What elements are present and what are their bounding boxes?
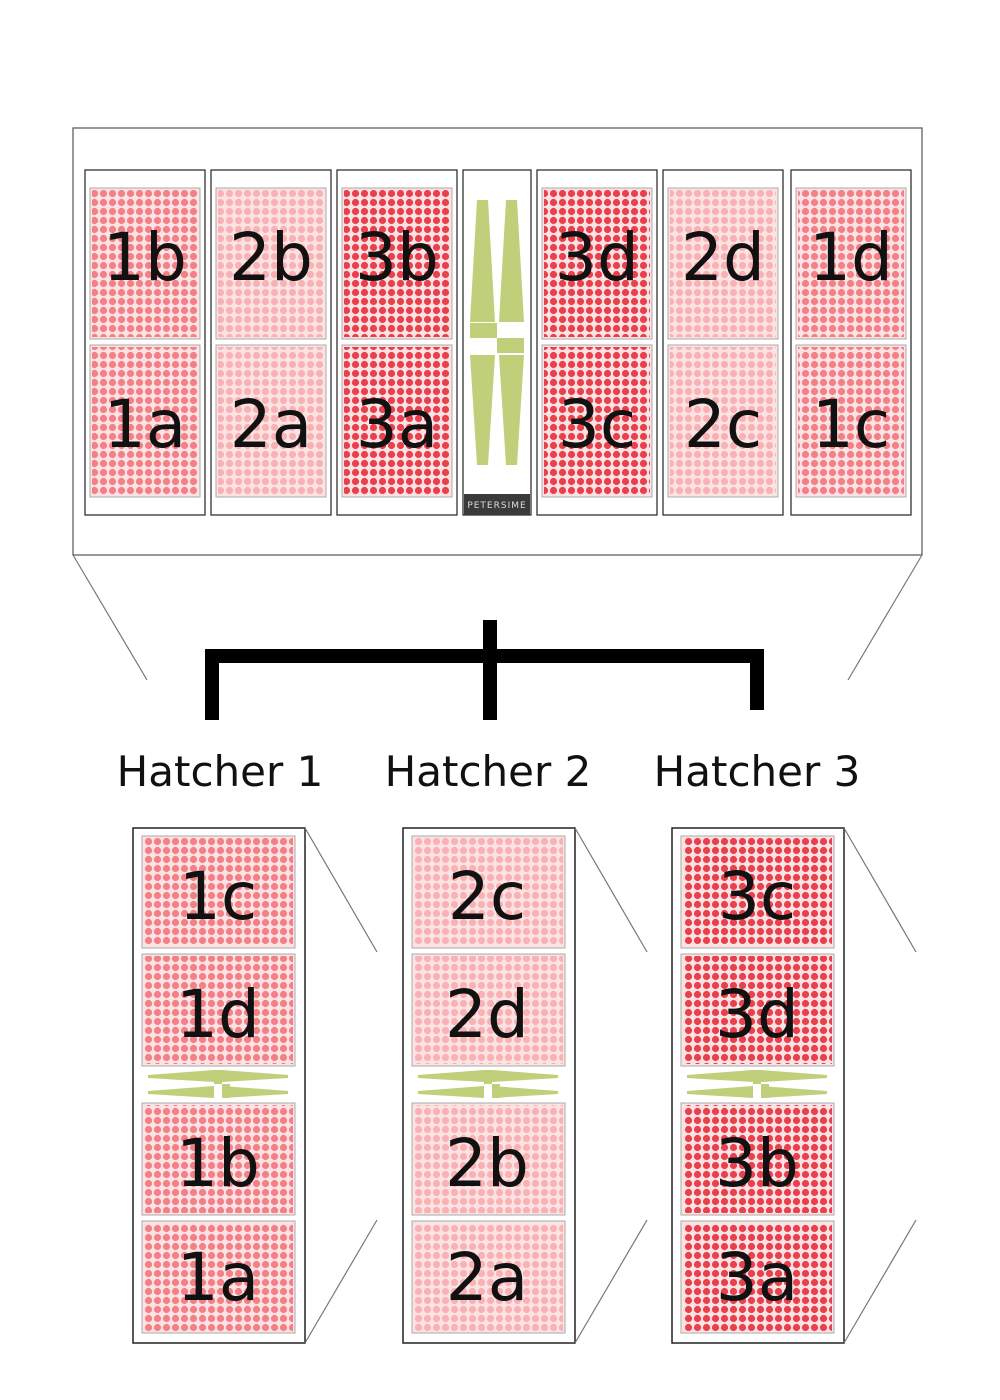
tray-label: 2d — [445, 976, 529, 1053]
setter-tray: 3a — [341, 344, 453, 498]
setter-tray: 2b — [215, 187, 327, 340]
setter-tray: 3c — [541, 344, 653, 498]
tray-label: 1a — [104, 386, 186, 463]
tray-label: 1d — [176, 976, 260, 1053]
setter-column-2: 2b 2a — [210, 169, 332, 516]
hatcher-tray: 3c — [680, 835, 835, 949]
hatcher-2-label: Hatcher 2 — [385, 747, 592, 796]
setter-column-6: 1d 1c — [790, 169, 912, 516]
tray-label: 3b — [715, 1125, 799, 1202]
hatcher-tray: 2b — [411, 1102, 566, 1216]
hatcher-tray: 3a — [680, 1220, 835, 1334]
tray-label: 2b — [229, 219, 313, 296]
setter-fan-column: PETERSIME — [462, 169, 532, 516]
setter-tray: 3b — [341, 187, 453, 340]
tray-label: 3c — [558, 386, 636, 463]
setter-column-4: 3d 3c — [536, 169, 658, 516]
hatcher-2: 2c 2d 2b 2a — [402, 827, 648, 1344]
tray-label: 2c — [448, 858, 526, 935]
fan-icon — [148, 1070, 288, 1098]
fan-icon — [470, 200, 524, 465]
tray-label: 3d — [555, 219, 639, 296]
tray-label: 3b — [355, 219, 439, 296]
setter-tray: 2d — [667, 187, 779, 340]
tray-label: 2a — [446, 1239, 528, 1316]
hatcher-3-label: Hatcher 3 — [654, 747, 861, 796]
brand-plate — [464, 494, 530, 515]
hatcher-tray: 3b — [680, 1102, 835, 1216]
setter-tray: 3d — [541, 187, 653, 340]
setter-tray: 1b — [89, 187, 201, 340]
tray-label: 1c — [812, 386, 890, 463]
tray-label: 1a — [177, 1239, 259, 1316]
setter-tray: 1d — [795, 187, 907, 340]
setter-tray: 1a — [89, 344, 201, 498]
tray-label: 3a — [716, 1239, 798, 1316]
setter-column-3: 3b 3a — [336, 169, 458, 516]
setter-column-5: 2d 2c — [662, 169, 784, 516]
hatcher-tray: 2d — [411, 953, 566, 1067]
hatcher-tray: 2c — [411, 835, 566, 949]
hatcher-tray: 3d — [680, 953, 835, 1067]
fan-icon — [687, 1070, 827, 1098]
setter-tray: 1c — [795, 344, 907, 498]
tray-label: 2a — [230, 386, 312, 463]
fan-icon — [418, 1070, 558, 1098]
tray-label: 2d — [681, 219, 765, 296]
tray-label: 1b — [103, 219, 187, 296]
hatcher-tray: 1b — [141, 1102, 296, 1216]
tray-label: 1c — [179, 858, 257, 935]
hatcher-1-label: Hatcher 1 — [117, 747, 324, 796]
hatcher-tray: 1a — [141, 1220, 296, 1334]
hatcher-1: 1c 1d 1b 1a — [132, 827, 378, 1344]
tray-label: 1b — [176, 1125, 260, 1202]
hatcher-tray: 1d — [141, 953, 296, 1067]
tray-label: 2b — [445, 1125, 529, 1202]
distribution-bracket — [205, 620, 764, 720]
perspective-lines — [72, 554, 923, 681]
hatcher-3: 3c 3d 3b 3a — [671, 827, 917, 1344]
setter-tray: 2c — [667, 344, 779, 498]
tray-label: 2c — [684, 386, 762, 463]
tray-label: 3a — [356, 386, 438, 463]
hatcher-tray: 1c — [141, 835, 296, 949]
tray-label: 1d — [809, 219, 893, 296]
hatcher-tray: 2a — [411, 1220, 566, 1334]
setter-tray: 2a — [215, 344, 327, 498]
setter-column-1: 1b 1a — [84, 169, 206, 516]
tray-label: 3d — [715, 976, 799, 1053]
tray-label: 3c — [718, 858, 796, 935]
brand-label: PETERSIME — [467, 501, 526, 511]
setter-columns: 1b 1a 2b 2a — [84, 169, 912, 516]
